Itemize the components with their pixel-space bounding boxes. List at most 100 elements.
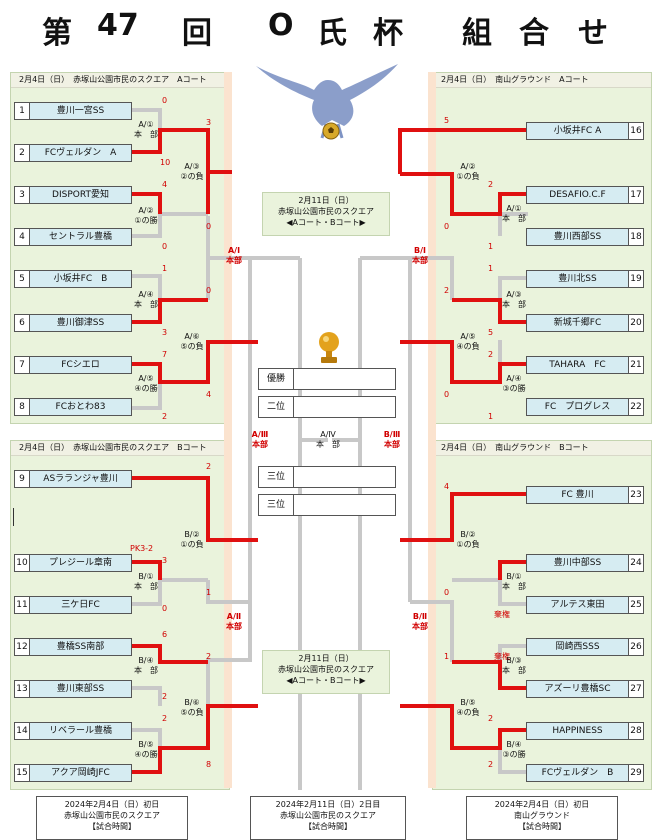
round-label: B/Ⅰ 本部 <box>412 246 428 265</box>
final-day-venue-bottom: 2月11日（日） 赤塚山公園市民のスクエア ◀Aコート・Bコート▶ <box>262 650 390 694</box>
round-label: A/Ⅱ 本部 <box>226 612 242 631</box>
panel-header: 2月4日（日） 赤塚山公園市民のスクエア Bコート <box>11 441 229 456</box>
match-label: A/① 本 部 <box>134 120 158 139</box>
score: 4 <box>206 390 212 399</box>
final-day-venue-top: 2月11日（日） 赤塚山公園市民のスクエア ◀Aコート・Bコート▶ <box>262 192 390 236</box>
match-label: A/③ ②の負 <box>180 162 204 181</box>
forfeit-label: 棄権 <box>494 652 510 661</box>
match-label: A/④ 本 部 <box>134 290 158 309</box>
score: 2 <box>488 180 494 189</box>
round-label: A/Ⅰ 本部 <box>226 246 242 265</box>
panel-header: 2月4日（日） 南山グラウンド Bコート <box>433 441 651 456</box>
score: 1 <box>162 264 168 273</box>
score: 2 <box>206 652 212 661</box>
match-label: A/② ①の負 <box>456 162 480 181</box>
match-label: A/② ①の勝 <box>134 206 158 225</box>
score: 4 <box>162 180 168 189</box>
score: 7 <box>162 350 168 359</box>
match-label: A/④ ③の勝 <box>502 374 526 393</box>
final-match-label: A/Ⅳ 本 部 <box>316 430 340 449</box>
strip-decoration <box>428 72 436 788</box>
round-label: B/Ⅲ 本部 <box>383 430 401 449</box>
score: 3 <box>206 118 212 127</box>
panel-header: 2月4日（日） 南山グラウンド Aコート <box>433 73 651 88</box>
match-label: B/① 本 部 <box>134 572 158 591</box>
schedule-info: 2024年2月11日（日）2日目 赤塚山公園市民のスクエア 【試合時間】 <box>250 796 406 840</box>
match-label: B/④ ③の勝 <box>502 740 526 759</box>
round-label: B/Ⅱ 本部 <box>412 612 428 631</box>
match-label: A/⑥ ⑤の負 <box>180 332 204 351</box>
match-label: A/⑤ ④の勝 <box>134 374 158 393</box>
title-char: せ <box>578 16 608 51</box>
page-title: 第 47 回 O 氏 杯 組 合 せ <box>0 8 660 58</box>
forfeit-label: 棄権 <box>494 610 510 619</box>
result-row-third: 三位 <box>258 466 396 488</box>
score: 0 <box>206 222 212 231</box>
title-char: 第 <box>42 16 72 51</box>
match-label: A/⑤ ④の負 <box>456 332 480 351</box>
score: 0 <box>206 286 212 295</box>
score: 0 <box>444 222 450 231</box>
score: 1 <box>206 588 212 597</box>
score: 0 <box>444 588 450 597</box>
score: 4 <box>444 482 450 491</box>
score: 2 <box>488 760 494 769</box>
title-char: 組 <box>462 16 492 51</box>
title-char: 47 <box>97 8 139 43</box>
result-row-champion: 優勝 <box>258 368 396 390</box>
match-label: B/① 本 部 <box>502 572 526 591</box>
score: 2 <box>162 692 168 701</box>
match-label: B/② ①の負 <box>456 530 480 549</box>
match-label: B/③ 本 部 <box>502 656 526 675</box>
match-label: B/④ 本 部 <box>134 656 158 675</box>
match-label: B/② ①の負 <box>180 530 204 549</box>
score: 2 <box>162 412 168 421</box>
result-row-second: 二位 <box>258 396 396 418</box>
score: 5 <box>488 328 494 337</box>
title-char: 杯 <box>373 16 403 51</box>
score: 10 <box>160 158 171 167</box>
score: 3 <box>162 556 168 565</box>
match-label: B/⑥ ⑤の負 <box>180 698 204 717</box>
round-label: A/Ⅲ 本部 <box>251 430 269 449</box>
score: 1 <box>444 652 450 661</box>
soccer-ball-icon <box>322 122 340 140</box>
score: 2 <box>206 462 212 471</box>
score: 8 <box>206 760 212 769</box>
score: 2 <box>444 286 450 295</box>
score: 6 <box>162 630 168 639</box>
score: 1 <box>488 264 494 273</box>
score: 2 <box>162 714 168 723</box>
cursor-mark <box>13 508 14 526</box>
score: 2 <box>488 714 494 723</box>
schedule-info: 2024年2月4日（日）初日 赤塚山公園市民のスクエア 【試合時間】 <box>36 796 188 840</box>
match-label: A/③ 本 部 <box>502 290 526 309</box>
title-char: 合 <box>519 16 549 51</box>
score: 1 <box>488 412 494 421</box>
pk-score: PK3-2 <box>130 544 154 553</box>
trophy-icon <box>319 332 339 363</box>
